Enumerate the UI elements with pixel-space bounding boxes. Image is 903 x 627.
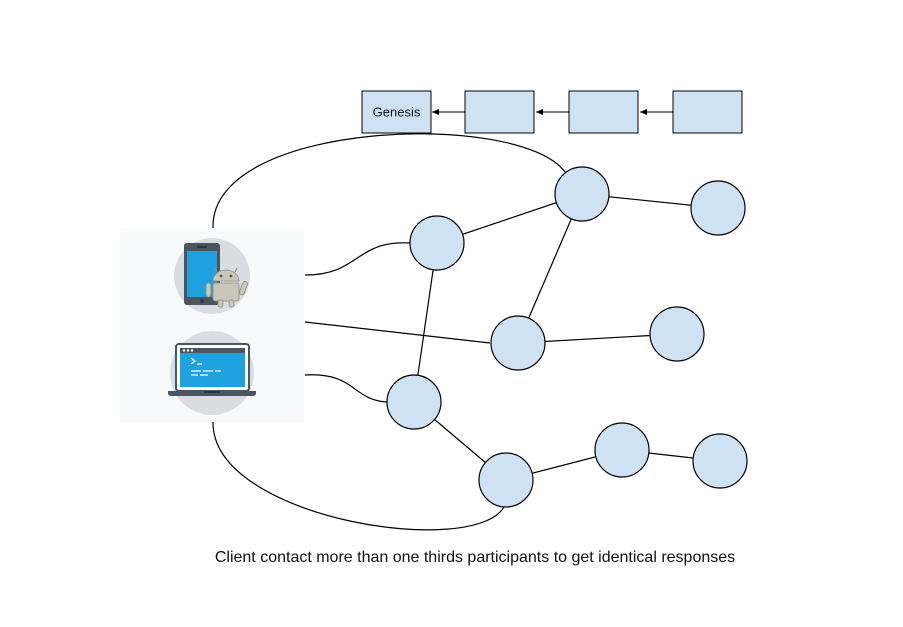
blockchain: Genesis [361, 90, 743, 134]
block [464, 90, 535, 134]
participant-node [594, 422, 650, 478]
participant-nodes [386, 166, 748, 508]
edge-client-top-arc [212, 133, 566, 229]
edge-phone-node [304, 242, 411, 276]
participant-node [692, 433, 748, 489]
genesis-block [361, 90, 432, 134]
client-connections [212, 133, 566, 531]
diagram-caption: Client contact more than one thirds part… [214, 549, 736, 566]
participant-node [490, 315, 546, 371]
laptop-terminal-icon [168, 331, 256, 415]
participant-node [409, 215, 465, 271]
participant-node [649, 306, 705, 362]
edge-client-bottom-arc [212, 421, 506, 531]
participant-node [554, 166, 610, 222]
edge-panel-node [304, 321, 491, 344]
participant-node [690, 180, 746, 236]
participant-node [478, 452, 534, 508]
edge-laptop-node [304, 374, 388, 403]
android-phone-icon [174, 238, 250, 314]
participant-node [386, 374, 442, 430]
block [568, 90, 639, 134]
genesis-block-label: Genesis [373, 105, 421, 120]
block [672, 90, 743, 134]
